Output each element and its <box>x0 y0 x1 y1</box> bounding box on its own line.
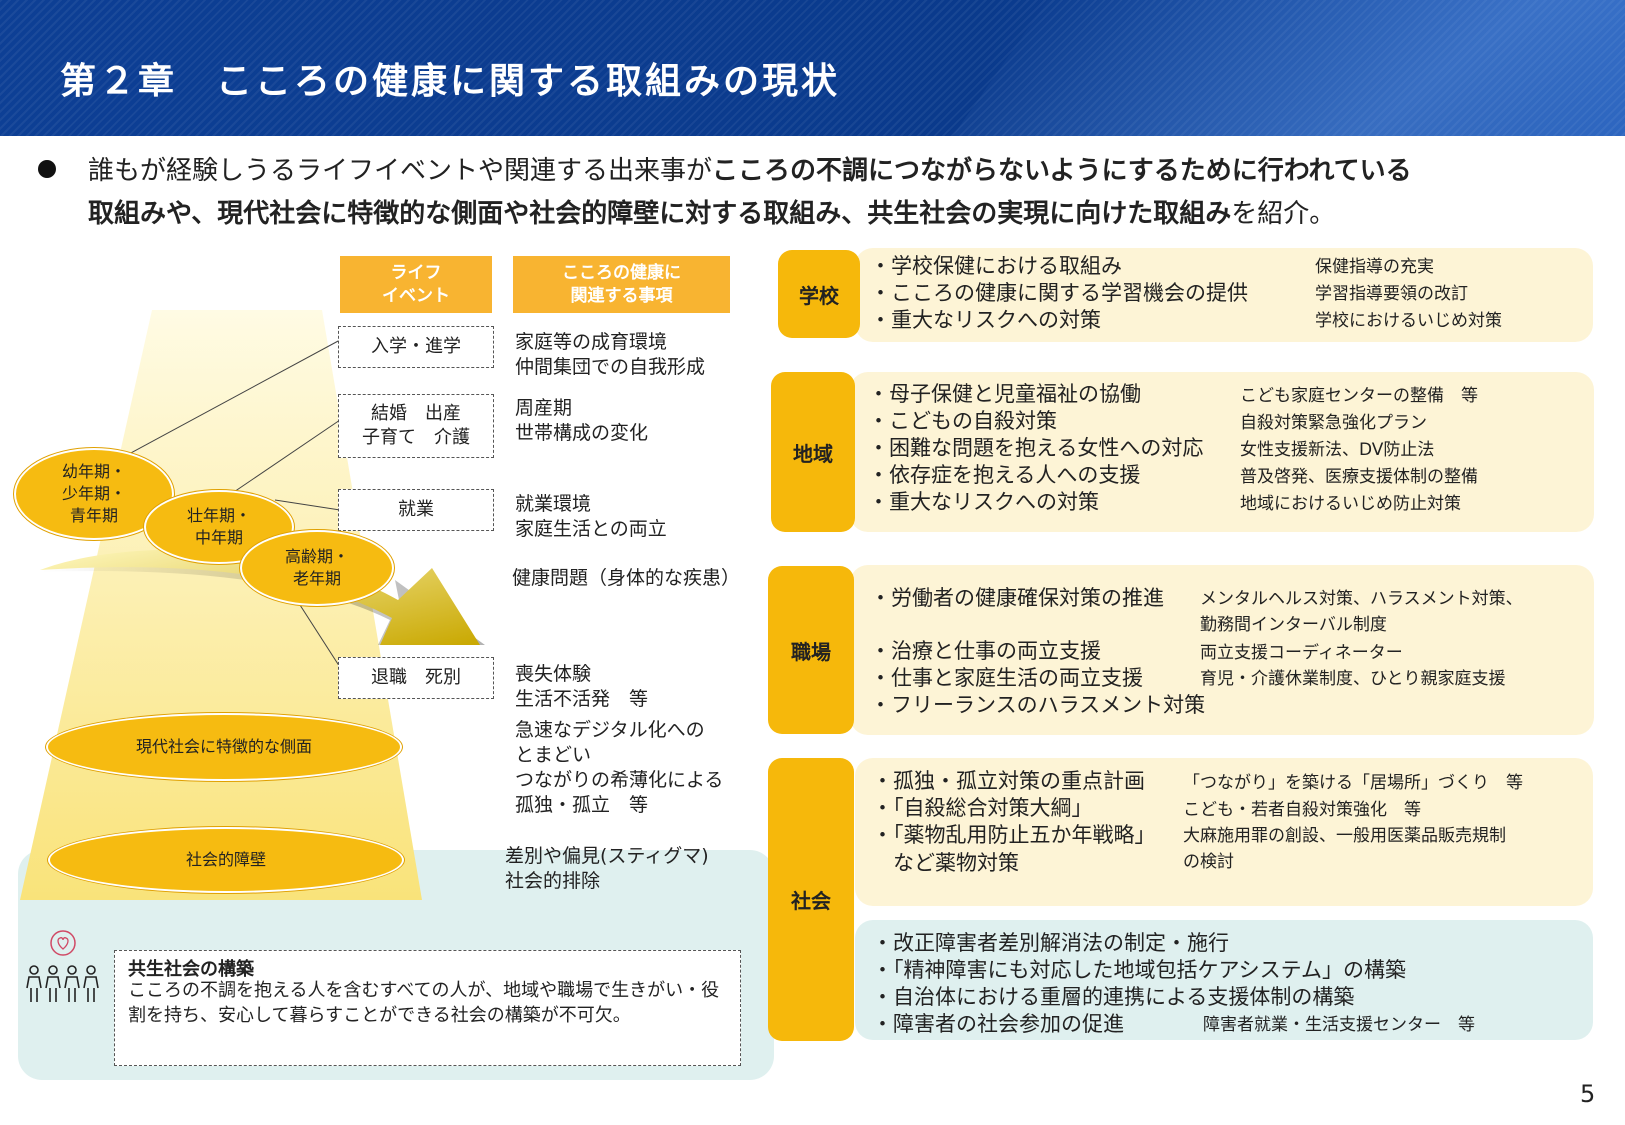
connector-line <box>274 499 341 511</box>
disability-item: ・自治体における重層的連携による支援体制の構築 <box>872 985 1355 1009</box>
event-box: 入学・進学 <box>338 326 494 368</box>
intro-bold-1: こころの不調につながらないようにするために行われている <box>712 156 1412 186</box>
community-item: ・困難な問題を抱える女性への対応 <box>868 436 1204 460</box>
workplace-label: 職場 <box>768 566 854 734</box>
modern-oval: 現代社会に特徴的な側面 <box>46 713 402 781</box>
school-note: 学校におけるいじめ対策 <box>1315 311 1502 331</box>
workplace-note: 育児・介護休業制度、ひとり親家庭支援 <box>1200 669 1506 689</box>
community-note: 自殺対策緊急強化プラン <box>1240 413 1427 433</box>
workplace-item: ・労働者の健康確保対策の推進 <box>870 586 1164 610</box>
related-text: 喪失体験 生活不活発 等 <box>515 663 649 710</box>
community-note: こども家庭センターの整備 等 <box>1240 386 1478 406</box>
workplace-note: メンタルヘルス対策、ハラスメント対策、 勤務間インターバル制度 <box>1200 589 1523 635</box>
community-label: 地域 <box>771 372 855 532</box>
stage-label: 幼年期・ 少年期・ 青年期 <box>61 462 126 525</box>
modern-label: 現代社会に特徴的な側面 <box>135 737 312 756</box>
community-item: ・重大なリスクへの対策 <box>868 490 1099 514</box>
disability-panel <box>855 920 1593 1040</box>
event-box: 就業 <box>338 489 494 531</box>
event-label: 結婚 出産 子育て 介護 <box>362 403 470 448</box>
symbiosis-box <box>114 950 741 1066</box>
school-item: ・学校保健における取組み <box>870 254 1122 278</box>
workplace-item: ・治療と仕事の両立支援 <box>870 639 1101 663</box>
workplace-panel <box>850 565 1594 735</box>
disability-item: ・「精神障害にも対応した地域包括ケアシステム」の構築 <box>872 958 1407 982</box>
intro-plain-2: を紹介。 <box>1231 199 1336 229</box>
community-note: 女性支援新法、DV防止法 <box>1240 440 1435 460</box>
header-related-text: こころの健康に 関連する事項 <box>562 262 681 306</box>
related-text: 周産期 世帯構成の変化 <box>515 397 649 444</box>
related-text: 就業環境 家庭生活との両立 <box>515 493 667 540</box>
stage-adult: 壮年期・ 中年期 <box>144 490 294 564</box>
community-note: 地域におけるいじめ防止対策 <box>1240 494 1461 514</box>
stage-label: 壮年期・ 中年期 <box>186 506 251 547</box>
people-heart-icon <box>26 930 99 1002</box>
school-note: 学習指導要領の改訂 <box>1315 284 1468 304</box>
community-panel <box>850 372 1594 532</box>
page-number: 5 <box>1580 1080 1596 1108</box>
header-related: こころの健康に 関連する事項 <box>513 256 730 313</box>
school-label: 学校 <box>778 250 860 338</box>
event-label: 就業 <box>398 499 434 520</box>
disability-item: ・障害者の社会参加の促進 <box>872 1012 1124 1036</box>
symbiosis-body: こころの不調を抱える人を含むすべての人が、地域や職場で生きがい・役割を持ち、安心… <box>128 980 720 1026</box>
society-note: こども・若者自殺対策強化 等 <box>1183 800 1421 820</box>
society-note: 「つながり」を築ける「居場所」づくり 等 <box>1183 773 1523 793</box>
event-label: 入学・進学 <box>371 336 461 357</box>
school-panel <box>855 248 1593 342</box>
header-life-event-text: ライフ イベント <box>382 262 450 306</box>
symbiosis-title: 共生社会の構築 <box>128 959 254 980</box>
intro-line-1: 誰もが経験しうるライフイベントや関連する出来事がこころの不調につながらないように… <box>88 150 1412 187</box>
school-item: ・重大なリスクへの対策 <box>870 308 1101 332</box>
workplace-item: ・フリーランスのハラスメント対策 <box>870 693 1206 717</box>
society-note: 大麻施用罪の創設、一般用医薬品販売規制 の検討 <box>1183 826 1506 872</box>
event-label: 退職 死別 <box>371 667 461 688</box>
disability-item: ・改正障害者差別解消法の制定・施行 <box>872 931 1229 955</box>
community-label-text: 地域 <box>793 441 833 466</box>
society-item: ・孤独・孤立対策の重点計画 <box>872 769 1145 793</box>
header-banner <box>0 0 1625 136</box>
workplace-item: ・仕事と家庭生活の両立支援 <box>870 666 1143 690</box>
related-text: 家庭等の成育環境 仲間集団での自我形成 <box>515 331 706 378</box>
intro-plain-1: 誰もが経験しうるライフイベントや関連する出来事が <box>88 156 713 186</box>
disability-note: 障害者就業・生活支援センター 等 <box>1203 1015 1475 1035</box>
connector-line <box>299 604 346 676</box>
barrier-related-text: 差別や偏見(スティグマ) 社会的排除 <box>505 845 709 892</box>
community-item: ・依存症を抱える人への支援 <box>868 463 1141 487</box>
barrier-oval: 社会的障壁 <box>48 827 404 893</box>
modern-related-text: 急速なデジタル化への とまどい つながりの希薄化による 孤独・孤立 等 <box>515 719 724 816</box>
stage-elderly: 高齢期・ 老年期 <box>240 530 394 606</box>
community-item: ・母子保健と児童福祉の協働 <box>868 382 1141 406</box>
society-label: 社会 <box>768 758 854 1041</box>
society-item: ・「薬物乱用防止五か年戦略」 など薬物対策 <box>872 823 1156 875</box>
header-pattern <box>0 0 1625 136</box>
barrier-label: 社会的障壁 <box>185 850 266 869</box>
page-title: 第２章 こころの健康に関する取組みの現状 <box>60 61 841 102</box>
community-item: ・こどもの自殺対策 <box>868 409 1057 433</box>
workplace-note: 両立支援コーディネーター <box>1200 643 1403 663</box>
stage-youth: 幼年期・ 少年期・ 青年期 <box>14 448 174 540</box>
intro-bold-2: 取組みや、現代社会に特徴的な側面や社会的障壁に対する取組み、共生社会の実現に向け… <box>88 199 1232 229</box>
header-life-event: ライフ イベント <box>340 256 492 313</box>
society-label-text: 社会 <box>791 889 831 913</box>
bullet-icon <box>38 160 56 178</box>
event-box: 退職 死別 <box>338 657 494 699</box>
intro-line-2: 取組みや、現代社会に特徴的な側面や社会的障壁に対する取組み、共生社会の実現に向け… <box>88 193 1335 230</box>
school-note: 保健指導の充実 <box>1315 257 1434 277</box>
school-item: ・こころの健康に関する学習機会の提供 <box>870 281 1248 305</box>
community-note: 普及啓発、医療支援体制の整備 <box>1240 467 1478 487</box>
stage-label: 高齢期・ 老年期 <box>284 547 349 588</box>
society-item: ・「自殺総合対策大綱」 <box>872 796 1093 820</box>
school-label-text: 学校 <box>799 283 839 308</box>
related-text: 健康問題（身体的な疾患） <box>512 567 741 589</box>
workplace-label-text: 職場 <box>791 639 831 664</box>
society-panel <box>855 758 1593 906</box>
event-box: 結婚 出産 子育て 介護 <box>338 394 494 458</box>
